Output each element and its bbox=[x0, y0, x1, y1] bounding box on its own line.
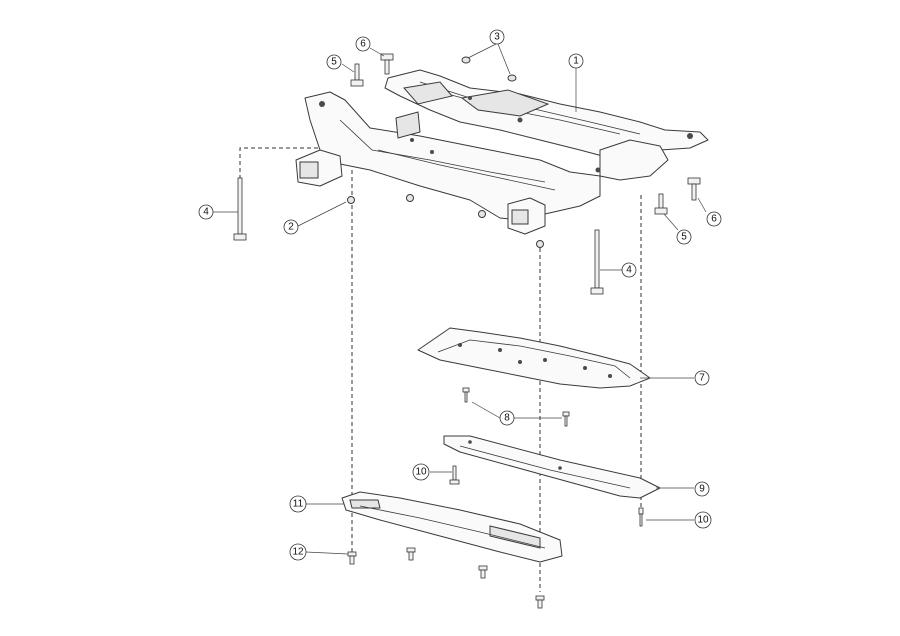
callout-3-label: 3 bbox=[494, 32, 500, 43]
callout-6-right-label: 6 bbox=[711, 214, 717, 225]
callout-11-label: 11 bbox=[293, 499, 304, 510]
callout-5-right-label: 5 bbox=[681, 232, 687, 243]
callout-10-right-label: 10 bbox=[697, 515, 709, 526]
callout-4-right: 4 bbox=[621, 262, 637, 278]
screws-12 bbox=[347, 547, 545, 609]
side-panel-9 bbox=[443, 435, 661, 499]
alignment-lines bbox=[239, 110, 642, 592]
upper-nuts bbox=[461, 56, 517, 82]
callout-10-left-label: 10 bbox=[415, 467, 427, 478]
callout-5-left: 5 bbox=[326, 54, 342, 70]
callout-9-label: 9 bbox=[699, 484, 705, 495]
callout-6-right: 6 bbox=[706, 211, 722, 227]
underbody-shield bbox=[417, 327, 651, 389]
callout-1: 1 bbox=[568, 53, 584, 69]
callout-9: 9 bbox=[694, 481, 710, 497]
screws-8 bbox=[462, 387, 570, 427]
callout-6-left: 6 bbox=[355, 36, 371, 52]
callout-7: 7 bbox=[694, 370, 710, 386]
callout-4-left-label: 4 bbox=[203, 207, 209, 218]
bolts-6 bbox=[380, 53, 701, 201]
callout-1-label: 1 bbox=[573, 56, 579, 67]
long-bolts bbox=[233, 177, 604, 295]
callout-4-left: 4 bbox=[198, 204, 214, 220]
leader-lines bbox=[213, 43, 707, 555]
callout-8-label: 8 bbox=[504, 413, 510, 424]
callout-6-left-label: 6 bbox=[360, 39, 366, 50]
callout-3: 3 bbox=[489, 29, 505, 45]
callout-4-right-label: 4 bbox=[626, 265, 632, 276]
callout-12: 12 bbox=[289, 543, 307, 561]
callout-10-left: 10 bbox=[412, 463, 430, 481]
callout-11: 11 bbox=[289, 495, 307, 513]
screws-10 bbox=[449, 465, 644, 527]
callout-5-left-label: 5 bbox=[331, 57, 337, 68]
bolts-5 bbox=[350, 63, 668, 215]
callout-5-right: 5 bbox=[676, 229, 692, 245]
callout-7-label: 7 bbox=[699, 373, 705, 384]
callout-12-label: 12 bbox=[292, 547, 304, 558]
subframe-crossmember bbox=[295, 69, 709, 235]
callout-10-right: 10 bbox=[694, 511, 712, 529]
callout-2-label: 2 bbox=[288, 222, 294, 233]
side-shield-11 bbox=[341, 491, 563, 563]
callout-8: 8 bbox=[499, 410, 515, 426]
callout-2: 2 bbox=[283, 219, 299, 235]
subframe-nuts bbox=[347, 194, 544, 248]
